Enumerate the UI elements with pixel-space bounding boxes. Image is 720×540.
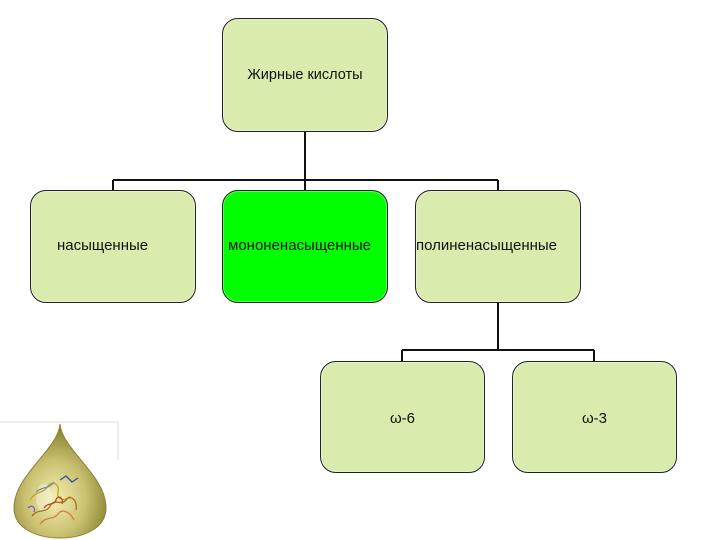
node-label: полиненасыщенные [416, 237, 558, 254]
node-polyunsaturated: полиненасыщенные [415, 190, 581, 303]
node-label: ω-3 [581, 410, 608, 427]
node-omega-6: ω-6 [320, 361, 485, 473]
node-saturated: насыщенные [30, 190, 196, 303]
node-fatty-acids: Жирные кислоты [222, 18, 388, 132]
node-label: мононенасыщенные [228, 237, 372, 254]
node-label: ω-6 [389, 410, 416, 427]
oil-drop-molecule-icon [0, 421, 119, 539]
node-label: Жирные кислоты [247, 67, 363, 83]
node-omega-3: ω-3 [512, 361, 677, 473]
node-label: насыщенные [57, 237, 149, 254]
node-monounsaturated: мононенасыщенные [222, 190, 388, 303]
